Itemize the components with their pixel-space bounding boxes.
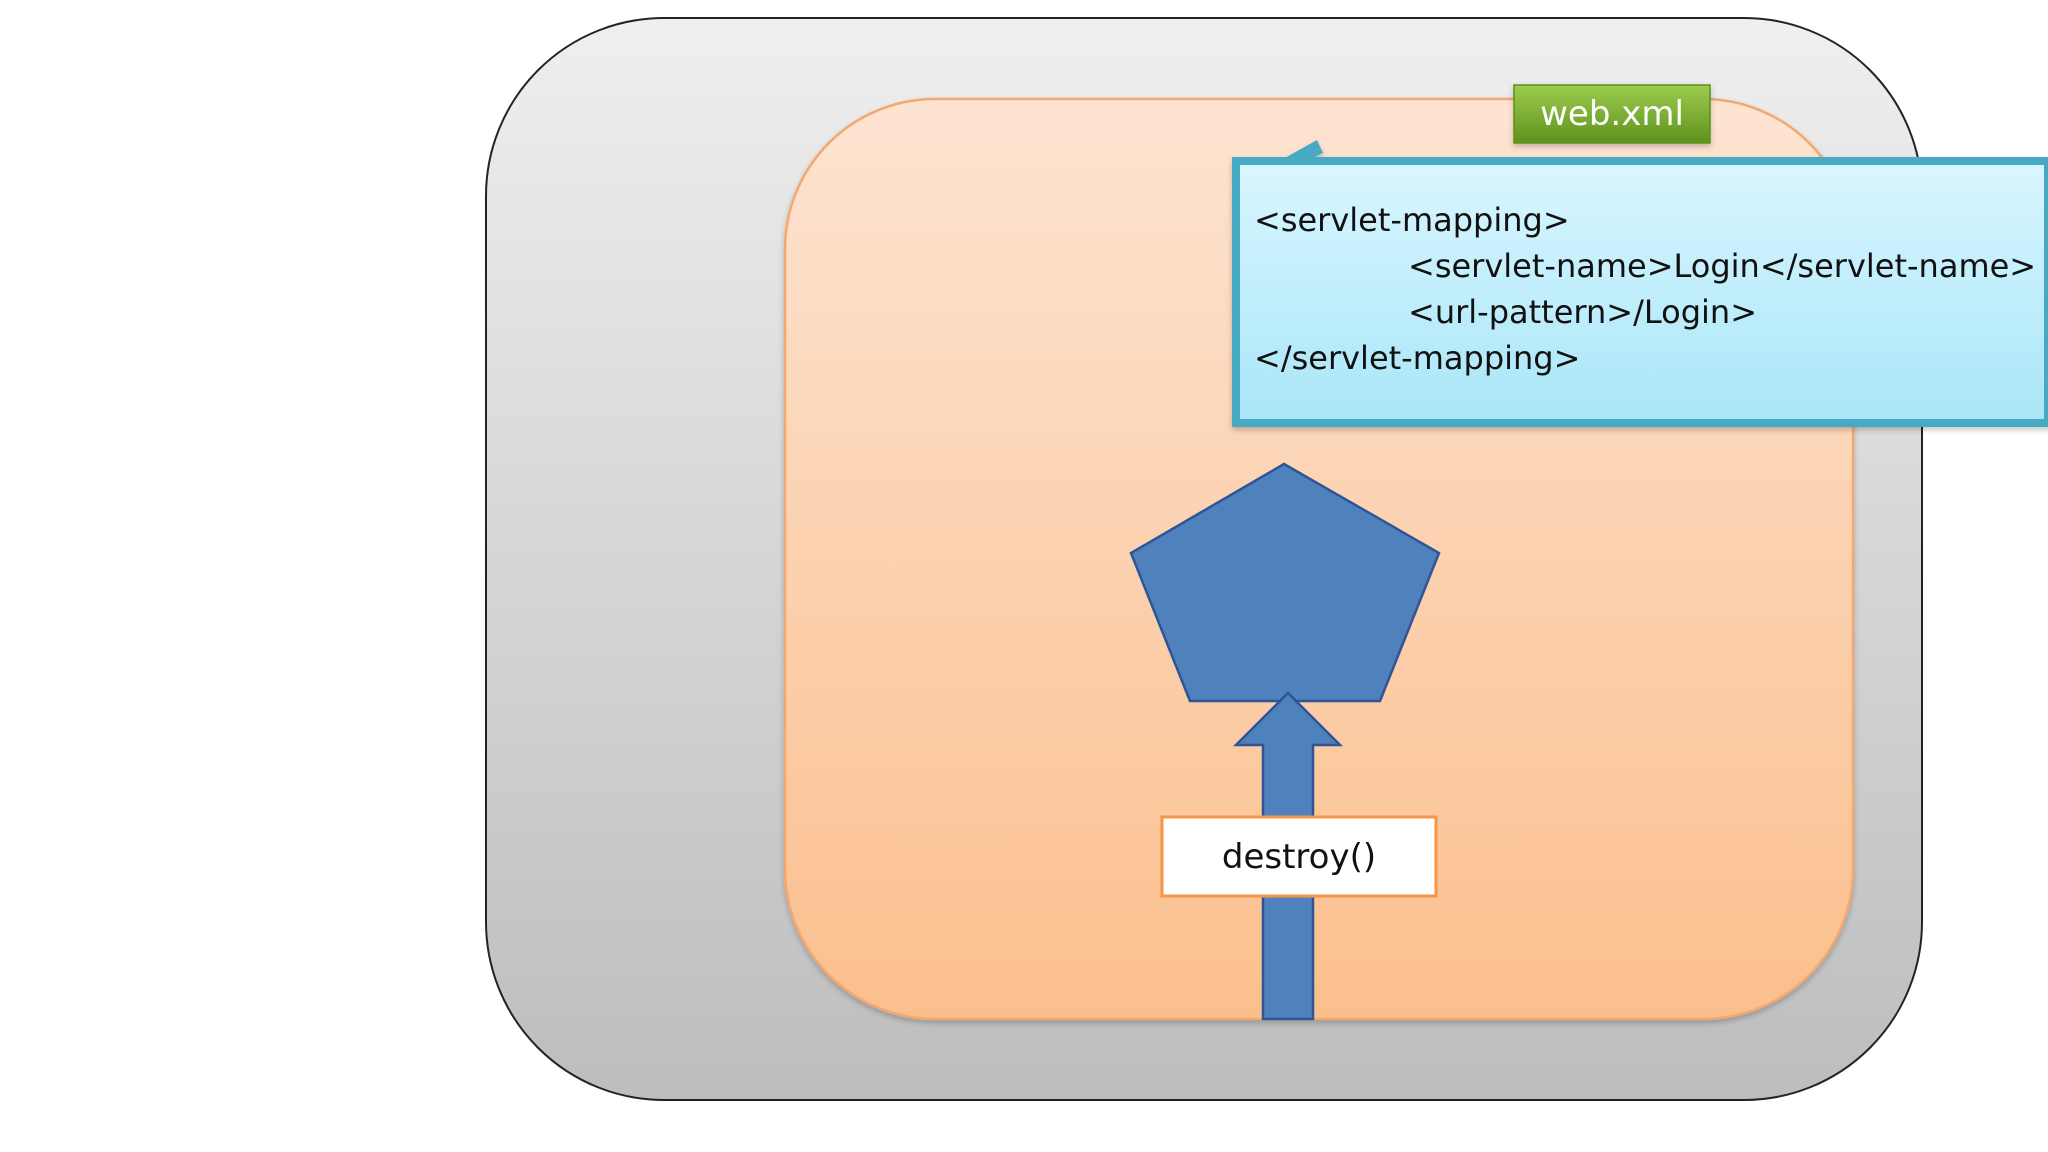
callout-text: <servlet-mapping> <servlet-name>Login</s… [1254, 195, 2037, 415]
servlet-name-line: <servlet-name>Login</servlet-name> [1408, 247, 2037, 285]
web-xml-label: web.xml [1540, 94, 1684, 134]
url-pattern-line: <url-pattern>/Login> [1408, 293, 1757, 331]
destroy-method-label: destroy() [1221, 836, 1377, 877]
callout-body [1232, 157, 2048, 427]
servlet-mapping-close: </servlet-mapping> [1254, 339, 1581, 377]
tag-box [1513, 84, 1711, 144]
servlet-mapping-open: <servlet-mapping> [1254, 201, 1570, 239]
method-box [1160, 815, 1438, 898]
callout-box [1232, 140, 2048, 427]
